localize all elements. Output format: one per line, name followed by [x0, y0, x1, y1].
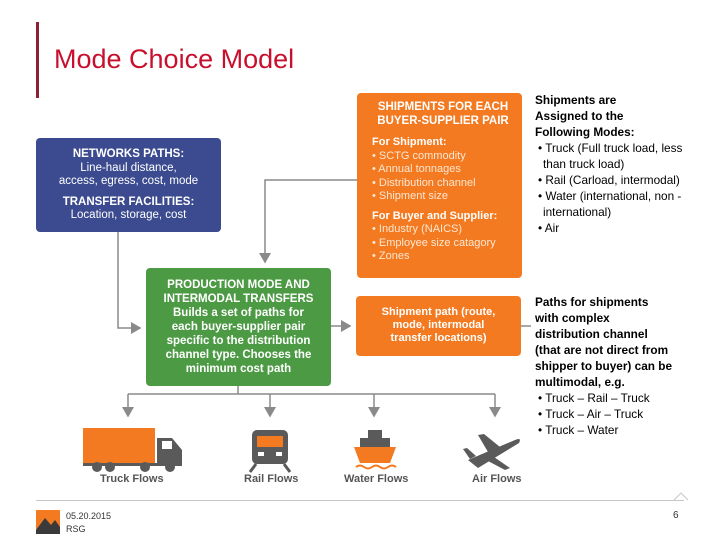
networks-heading: NETWORKS PATHS: — [72, 148, 185, 160]
arrow-networks-to-production — [117, 232, 142, 334]
paths-text-line: shipper to buyer) can be — [535, 359, 673, 373]
footer-date: 05.20.2015 — [66, 511, 112, 521]
slide-title: Mode Choice Model — [54, 44, 295, 74]
production-line: specific to the distribution — [166, 335, 311, 347]
shipment-item: • Annual tonnages — [372, 163, 461, 175]
for-buyer-label: For Buyer and Supplier: — [372, 209, 498, 222]
networks-paths-box: NETWORKS PATHS: Line-haul distance, acce… — [36, 138, 221, 232]
modes-text-line: Shipments are — [535, 93, 617, 107]
page-number: 6 — [673, 510, 679, 521]
truck-icon — [83, 428, 182, 472]
shipments-heading-line-2: BUYER-SUPPLIER PAIR — [377, 114, 509, 127]
shipment-path-line: Shipment path (route, — [381, 306, 496, 318]
arrow-shipments-to-production — [259, 179, 357, 264]
truck-flows-label: Truck Flows — [100, 473, 164, 485]
paths-text-line: multimodal, e.g. — [535, 375, 625, 389]
paths-bullet: • Truck – Water — [538, 423, 619, 437]
production-line: minimum cost path — [185, 363, 292, 375]
production-line: INTERMODAL TRANSFERS — [163, 293, 314, 305]
shipment-item: • Shipment size — [372, 190, 448, 202]
modes-bullet: • Truck (Full truck load, less than truc… — [538, 141, 683, 171]
production-line: each buyer-supplier pair — [171, 321, 306, 333]
modes-bullet: • Air — [538, 221, 560, 235]
shipment-item: • SCTG commodity — [372, 149, 466, 162]
title-accent-bar — [36, 22, 39, 98]
air-flows-label: Air Flows — [472, 473, 522, 485]
rsg-logo-icon — [36, 510, 60, 534]
modes-text-line: Assigned to the — [535, 109, 624, 123]
shipment-path-line: transfer locations) — [390, 332, 487, 344]
networks-line-2: access, egress, cost, mode — [58, 175, 199, 187]
footer-notch — [673, 492, 689, 501]
shipment-path-line: mode, intermodal — [392, 319, 485, 331]
ship-icon — [354, 430, 397, 470]
train-icon — [248, 430, 292, 473]
paths-text-line: with complex — [535, 311, 610, 325]
shipment-item: • Distribution channel — [372, 176, 476, 189]
footer-divider — [36, 500, 684, 501]
buyer-item: • Employee size catagory — [372, 236, 496, 249]
production-line: PRODUCTION MODE AND — [167, 279, 310, 291]
multimodal-paths-text: Paths for shipments with complex distrib… — [535, 294, 695, 438]
airplane-icon — [463, 434, 520, 470]
production-line: Builds a set of paths for — [173, 307, 304, 319]
shipment-path-box: Shipment path (route, mode, intermodal t… — [356, 296, 521, 356]
footer-org: RSG — [66, 524, 86, 534]
paths-text-line: distribution channel — [535, 327, 648, 341]
modes-assignment-text: Shipments are Assigned to the Following … — [535, 92, 695, 236]
production-mode-box: PRODUCTION MODE AND INTERMODAL TRANSFERS… — [146, 268, 331, 386]
production-line: channel type. Chooses the — [165, 349, 312, 361]
footer-meta: 05.20.2015 RSG — [66, 510, 111, 536]
paths-text-line: (that are not direct from — [535, 343, 669, 357]
water-flows-label: Water Flows — [344, 473, 409, 485]
for-shipment-label: For Shipment: — [372, 136, 447, 148]
rail-flows-label: Rail Flows — [244, 473, 299, 485]
paths-bullet: • Truck – Air – Truck — [538, 407, 644, 421]
modes-bullet: • Water (international, non -internation… — [538, 189, 682, 219]
buyer-item: • Zones — [372, 250, 410, 262]
shipments-box: SHIPMENTS FOR EACH BUYER-SUPPLIER PAIR F… — [357, 93, 522, 278]
shipments-heading-line-1: SHIPMENTS FOR EACH — [377, 101, 509, 113]
paths-text-line: Paths for shipments — [535, 295, 649, 309]
transfer-line: Location, storage, cost — [70, 209, 187, 221]
transfer-heading: TRANSFER FACILITIES: — [62, 195, 195, 208]
modes-bullet: • Rail (Carload, intermodal) — [538, 173, 680, 187]
modes-text-line: Following Modes: — [535, 125, 635, 139]
shipments-heading: SHIPMENTS FOR EACH BUYER-SUPPLIER PAIR — [372, 101, 514, 128]
networks-line-1: Line-haul distance, — [80, 161, 177, 174]
buyer-item: • Industry (NAICS) — [372, 223, 463, 235]
paths-bullet: • Truck – Rail – Truck — [538, 391, 650, 405]
